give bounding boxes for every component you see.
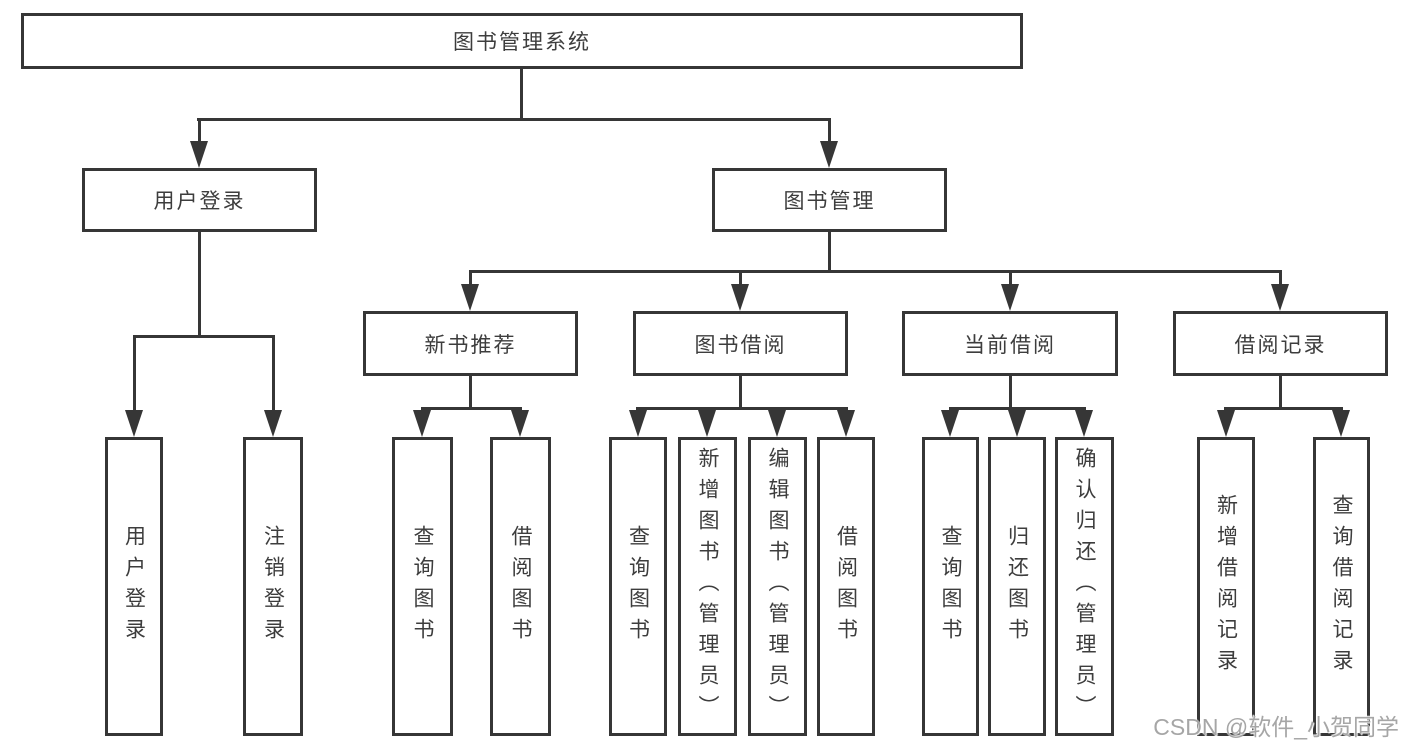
node-book-mgmt-label: 图书管理: [783, 190, 876, 213]
node-new-book-rec: 新书推荐: [363, 311, 578, 376]
leaf-label: 借阅图书: [509, 524, 532, 649]
leaf-add-books-admin: 新增图书（管理员）: [678, 437, 737, 736]
node-new-book-rec-label: 新书推荐: [424, 333, 517, 357]
leaf-label: 注销登录: [261, 524, 285, 649]
leaf-logout: 注销登录: [243, 437, 303, 736]
connector-drop-leaf-login: [133, 335, 136, 415]
connector-mgmt-trunk: [828, 232, 831, 273]
arrow-down-icon: [190, 141, 208, 168]
connector-borrow-bar: [636, 407, 848, 410]
leaf-label: 新增借阅记录: [1214, 493, 1238, 680]
leaf-label: 编辑图书（管理员）: [766, 447, 789, 726]
leaf-label: 归还图书: [1005, 524, 1029, 649]
leaf-label: 确认归还（管理员）: [1073, 447, 1096, 726]
connector-rec-trunk: [469, 376, 472, 410]
node-book-mgmt: 图书管理: [712, 168, 947, 232]
arrow-down-icon: [264, 410, 282, 437]
leaf-label: 查询图书: [939, 524, 962, 649]
node-borrow-records: 借阅记录: [1173, 311, 1388, 376]
arrow-down-icon: [413, 410, 431, 437]
node-current-borrow-label: 当前借阅: [964, 333, 1056, 357]
connector-user-trunk: [198, 232, 201, 338]
connector-drop-book-mgmt: [828, 118, 831, 158]
leaf-query-books-rec: 查询图书: [392, 437, 453, 736]
leaf-add-borrow-record: 新增借阅记录: [1197, 437, 1255, 736]
leaf-query-borrow-record: 查询借阅记录: [1313, 437, 1370, 736]
node-current-borrow: 当前借阅: [902, 311, 1118, 376]
arrow-down-icon: [768, 410, 786, 437]
node-borrow-records-label: 借阅记录: [1234, 333, 1327, 357]
arrow-down-icon: [837, 410, 855, 437]
arrow-down-icon: [820, 141, 838, 168]
connector-root-bar: [197, 118, 831, 121]
connector-borrow-trunk: [739, 376, 742, 410]
arrow-down-icon: [125, 410, 143, 437]
arrow-down-icon: [941, 410, 959, 437]
connector-mgmt-bar: [469, 270, 1282, 273]
leaf-borrow-books-rec: 借阅图书: [490, 437, 551, 736]
arrow-down-icon: [1217, 410, 1235, 437]
leaf-label: 新增图书（管理员）: [696, 447, 719, 726]
connector-records-bar: [1224, 407, 1343, 410]
leaf-borrow-books: 借阅图书: [817, 437, 875, 736]
connector-drop-user-login: [198, 118, 201, 158]
connector-current-trunk: [1009, 376, 1012, 410]
connector-user-bar: [133, 335, 275, 338]
arrow-down-icon: [698, 410, 716, 437]
leaf-label: 查询借阅记录: [1330, 493, 1353, 680]
leaf-edit-books-admin: 编辑图书（管理员）: [748, 437, 807, 736]
node-book-borrow-label: 图书借阅: [694, 333, 787, 357]
arrow-down-icon: [1008, 410, 1026, 437]
arrow-down-icon: [731, 284, 749, 311]
arrow-down-icon: [629, 410, 647, 437]
arrow-down-icon: [511, 410, 529, 437]
leaf-label: 查询图书: [626, 524, 650, 649]
node-book-borrow: 图书借阅: [633, 311, 848, 376]
arrow-down-icon: [1001, 284, 1019, 311]
connector-root-trunk: [520, 69, 523, 121]
arrow-down-icon: [1271, 284, 1289, 311]
node-user-login: 用户登录: [82, 168, 317, 232]
csdn-watermark: CSDN @软件_小贺同学: [1153, 714, 1399, 740]
arrow-down-icon: [1075, 410, 1093, 437]
connector-rec-bar: [421, 407, 522, 410]
arrow-down-icon: [1332, 410, 1350, 437]
arrow-down-icon: [461, 284, 479, 311]
leaf-label: 借阅图书: [834, 524, 858, 649]
connector-drop-leaf-logout: [272, 335, 275, 415]
leaf-return-books: 归还图书: [988, 437, 1046, 736]
leaf-user-login: 用户登录: [105, 437, 163, 736]
leaf-label: 用户登录: [122, 524, 146, 649]
leaf-label: 查询图书: [411, 524, 434, 649]
leaf-confirm-return-admin: 确认归还（管理员）: [1055, 437, 1114, 736]
node-root-label: 图书管理系统: [453, 31, 591, 54]
leaf-query-books-borrow: 查询图书: [609, 437, 667, 736]
connector-records-trunk: [1279, 376, 1282, 410]
leaf-query-books-current: 查询图书: [922, 437, 979, 736]
node-root: 图书管理系统: [21, 13, 1023, 69]
node-user-login-label: 用户登录: [153, 190, 246, 213]
